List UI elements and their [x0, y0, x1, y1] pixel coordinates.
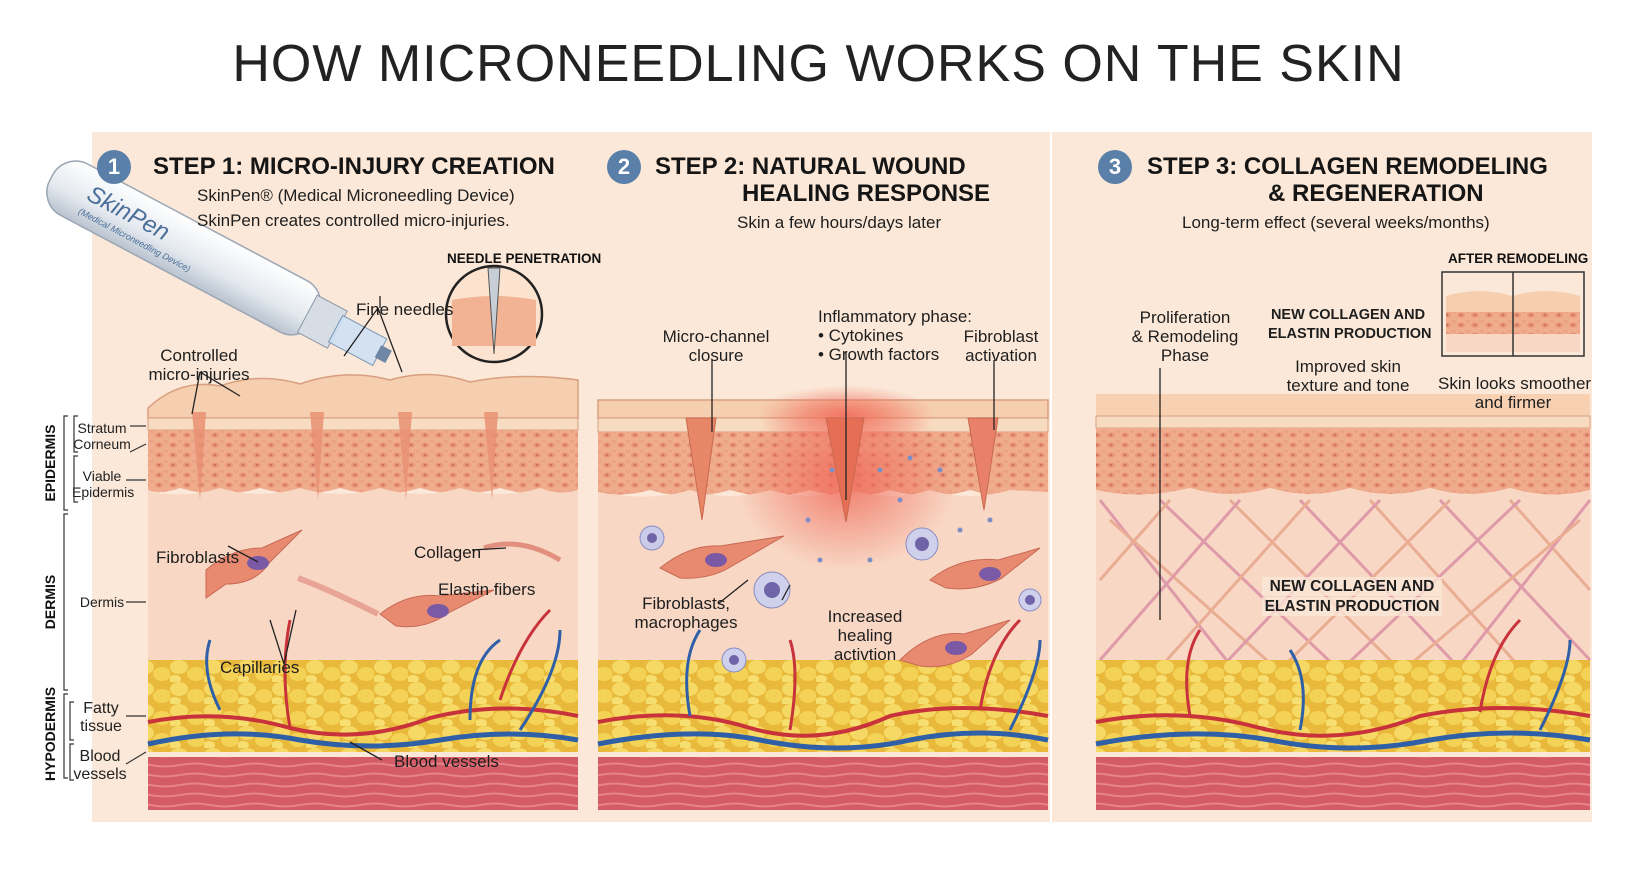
blood-vessels-side-label: vessels [73, 766, 127, 783]
fibroblasts-label: Fibroblasts [156, 548, 240, 567]
proliferation-label: & Remodeling [1131, 327, 1239, 346]
fatty-tissue-label: tissue [80, 718, 122, 735]
fibroblasts-macrophages-label: macrophages [634, 613, 738, 632]
collagen-fiber [483, 541, 562, 563]
step-1-heading: STEP 1: MICRO-INJURY CREATION [153, 153, 555, 180]
new-collagen-label: NEW COLLAGEN AND [1270, 307, 1426, 323]
healing-activation-label: Increased [827, 607, 903, 626]
healing-activation-label: activtion [833, 645, 897, 664]
collagen-fiber [296, 575, 380, 617]
fibroblast-cell [379, 589, 495, 628]
blood-vessels-side-label: Blood [79, 748, 121, 765]
micro-channel-label: closure [688, 346, 744, 365]
viable-epidermis-label: Epidermis [72, 484, 135, 500]
fibroblast-cell [659, 535, 785, 579]
micro-injury-channel [398, 412, 412, 500]
fibroblast-activation-label: Fibroblast [963, 327, 1039, 346]
center-collagen-label: ELASTIN PRODUCTION [1262, 597, 1442, 616]
fibroblast-cell [929, 547, 1041, 590]
step-1-subtitle: SkinPen® (Medical Microneedling Device) [197, 186, 515, 205]
macrophage-cell [639, 525, 1042, 673]
healing-channel [825, 417, 865, 523]
inflammatory-label: • Cytokines [818, 326, 904, 345]
collagen-label: Collagen [414, 543, 482, 562]
dermis-label: Dermis [79, 594, 125, 610]
step-3-heading: & REGENERATION [1268, 180, 1484, 207]
artery [147, 706, 579, 737]
stratum-corneum-label: Stratum [77, 420, 127, 436]
step-1-badge: 1 [97, 150, 131, 184]
blood-vessels-label: Blood vessels [394, 752, 499, 771]
step-2-heading: HEALING RESPONSE [742, 180, 991, 207]
layer-axis [63, 415, 147, 781]
improved-texture-label: Improved skin [1295, 357, 1401, 376]
inflammatory-label: Inflammatory phase: [818, 307, 973, 326]
proliferation-label: Phase [1160, 346, 1210, 365]
step-2-heading: STEP 2: NATURAL WOUND [655, 153, 966, 180]
viable-epidermis-label: Viable [82, 468, 122, 484]
healing-channel [685, 417, 717, 521]
hypodermis-axis-label: HYPODERMIS [42, 686, 58, 781]
stratum-corneum-label: Corneum [73, 436, 131, 452]
controlled-label: Controlled [160, 346, 238, 365]
panel-step-3 [1052, 132, 1592, 822]
panel-step-1: SkinPen (Medical Microneedling Device) [46, 132, 580, 822]
controlled-label: micro-injuries [148, 365, 250, 384]
after-remodeling-inset [1441, 271, 1585, 357]
needle-penetration-tag: NEEDLE PENETRATION [447, 251, 602, 266]
step-3-badge: 3 [1098, 150, 1132, 184]
fine-needles-label: Fine needles [356, 300, 454, 319]
after-remodeling-tag: AFTER REMODELING [1448, 251, 1589, 266]
step-1-subtitle: SkinPen creates controlled micro-injurie… [197, 211, 510, 230]
fatty-tissue-label: Fatty [83, 700, 119, 717]
vein [147, 731, 579, 749]
micro-injury-channel [192, 412, 206, 500]
micro-injury-channel [484, 412, 498, 500]
inflammatory-label: • Growth factors [818, 345, 940, 364]
elastin-label: Elastin fibers [438, 580, 536, 599]
fibroblasts-macrophages-label: Fibroblasts, [642, 594, 730, 613]
cytokine-particles [805, 455, 993, 563]
smoother-firmer-label: Skin looks smoother [1438, 374, 1592, 393]
fibroblast-activation-label: activation [965, 346, 1037, 365]
fibroblast-cell [899, 619, 1011, 668]
epidermis-axis-label: EPIDERMIS [42, 424, 58, 502]
smoother-firmer-label: and firmer [1474, 393, 1552, 412]
healing-channel [967, 417, 999, 511]
page-title: HOW MICRONEEDLING WORKS ON THE SKIN [232, 35, 1405, 93]
capillaries-label: Capillaries [220, 658, 300, 677]
proliferation-label: Proliferation [1139, 308, 1231, 327]
healing-activation-label: healing [837, 626, 893, 645]
micro-injury-channel [310, 412, 324, 500]
dermis-axis-label: DERMIS [42, 574, 58, 630]
improved-texture-label: texture and tone [1286, 376, 1410, 395]
micro-channel-label: Micro-channel [662, 327, 770, 346]
step-3-heading: STEP 3: COLLAGEN REMODELING [1147, 153, 1548, 180]
new-collagen-label: ELASTIN PRODUCTION [1268, 326, 1432, 342]
center-collagen-label: NEW COLLAGEN AND [1262, 577, 1442, 596]
step-2-subtitle: Skin a few hours/days later [737, 213, 942, 232]
panel-step-2 [580, 132, 1050, 822]
needle-penetration-inset [444, 264, 544, 364]
step-3-subtitle: Long-term effect (several weeks/months) [1182, 213, 1490, 232]
step-2-badge: 2 [607, 150, 641, 184]
